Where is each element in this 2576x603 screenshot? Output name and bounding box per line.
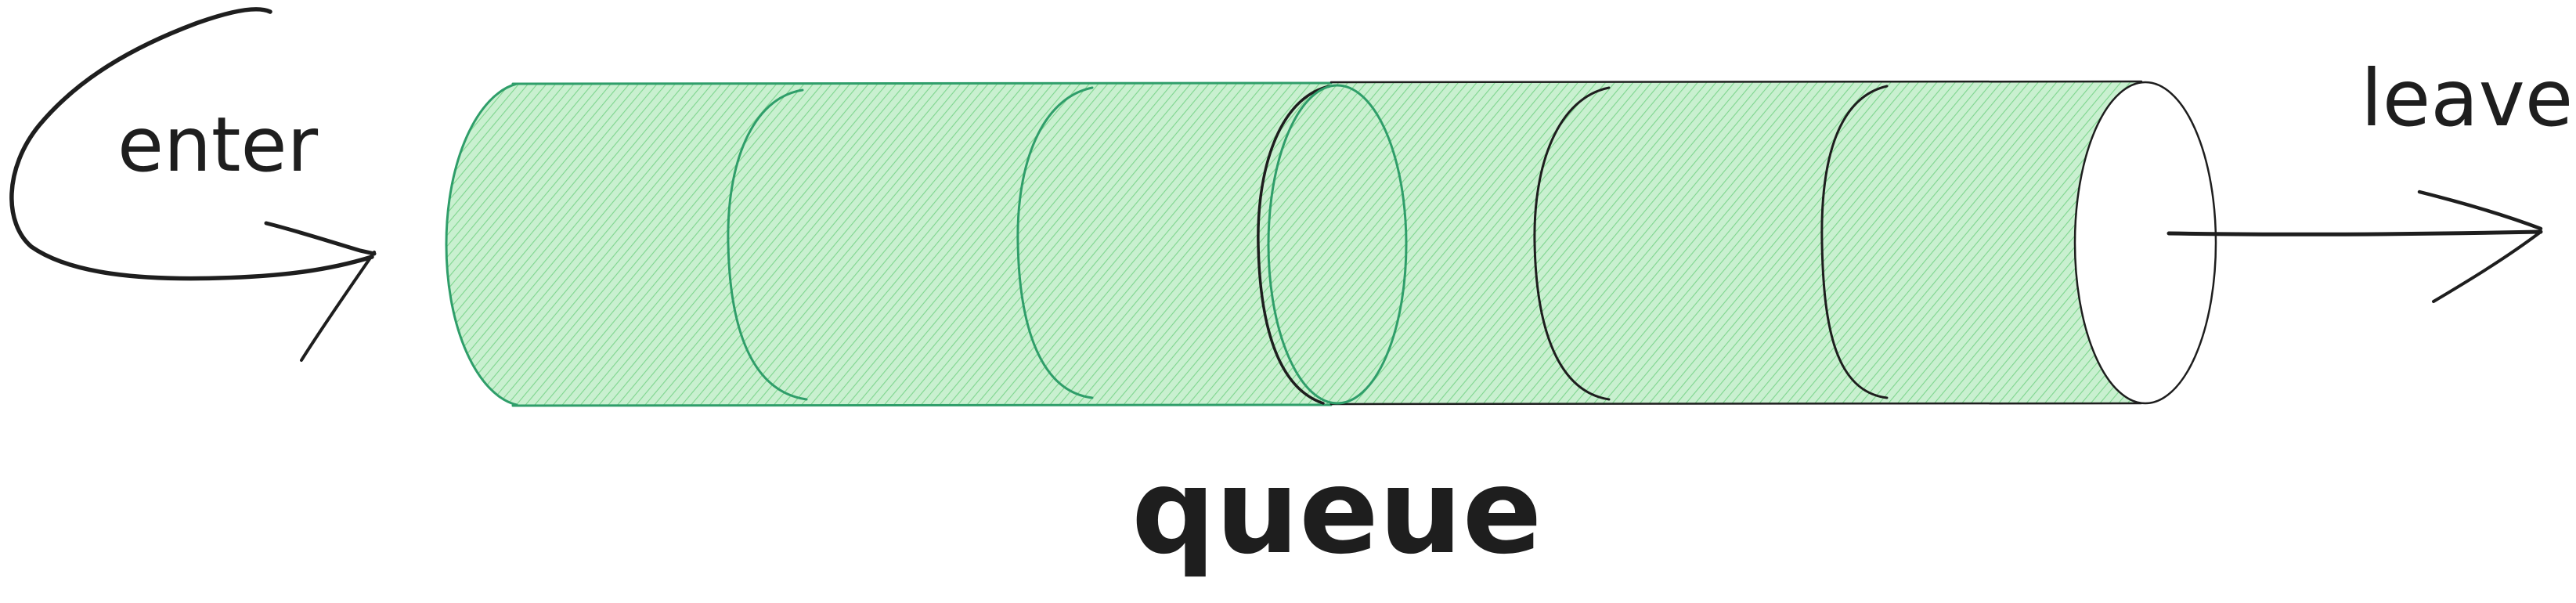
leave-arrow-shaft	[2167, 229, 2543, 237]
enter-arrow-head-lower	[300, 251, 376, 362]
cylinder-bottom-edge-dark	[1329, 402, 2143, 406]
enter-label: enter	[117, 101, 319, 189]
leave-arrow-head-upper	[2417, 190, 2543, 231]
enter-arrow	[9, 7, 377, 362]
segment-divider-3	[1533, 86, 1611, 401]
segment-divider-2	[1016, 86, 1094, 399]
queue-cylinder	[445, 80, 2217, 407]
middle-ring-fill	[1261, 85, 1405, 403]
queue-label: queue	[1131, 444, 1542, 580]
middle-ring-back	[1257, 85, 1331, 405]
leave-label: leave	[2361, 52, 2573, 144]
segment-divider-4	[1820, 85, 1889, 399]
enter-arrow-shaft	[9, 7, 374, 281]
segment-divider-1	[727, 88, 808, 401]
middle-ring-front	[1267, 84, 1408, 405]
cylinder-top-edge-dark	[1329, 80, 2143, 84]
cylinder-top-edge-green	[511, 81, 1333, 85]
cylinder-front-opening	[2073, 81, 2217, 405]
leave-arrow-head-lower	[2432, 230, 2542, 303]
cylinder-back-end	[445, 82, 518, 406]
leave-arrow	[2167, 190, 2543, 303]
enter-arrow-head-upper	[264, 221, 377, 256]
cylinder-bottom-edge-green	[511, 403, 1333, 407]
